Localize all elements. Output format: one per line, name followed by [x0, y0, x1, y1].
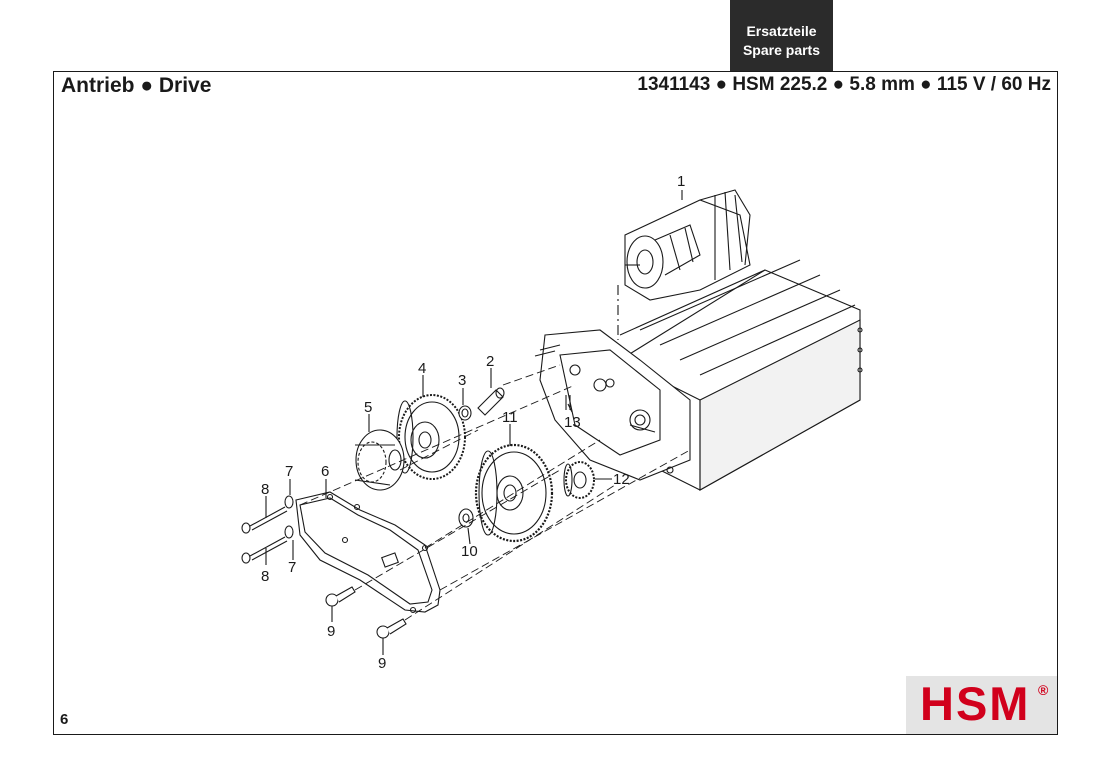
label-part-13: 13: [564, 414, 581, 431]
tab-label-de: Ersatzteile: [746, 23, 817, 39]
tab-label-en: Spare parts: [742, 42, 821, 58]
label-part-3: 3: [458, 372, 466, 389]
model-info: 1341143 ● HSM 225.2 ● 5.8 mm ● 115 V / 6…: [637, 74, 1051, 95]
label-part-6: 6: [321, 463, 329, 480]
registered-mark: ®: [1038, 682, 1049, 698]
page-frame: [53, 71, 1058, 735]
washer-7-upper: [284, 495, 294, 509]
part-labels: 1 2 3 4 5 6 7 7 8 8 9 9 10 11 12 13: [261, 173, 685, 672]
hsm-logo: HSM ®: [906, 676, 1057, 734]
clip-10: [458, 508, 474, 528]
screw-9-lower: [376, 618, 407, 639]
page-title: Antrieb ● Drive: [61, 74, 212, 97]
screw-9-upper: [325, 586, 356, 607]
label-part-9-lower: 9: [378, 655, 386, 672]
logo-text: HSM: [920, 677, 1031, 730]
label-part-7-upper: 7: [285, 463, 293, 480]
bevel-gear-5: [354, 429, 405, 491]
cover-plate-6: [295, 491, 441, 614]
motor: [617, 189, 751, 340]
washer-7-lower: [284, 525, 294, 539]
label-part-4: 4: [418, 360, 426, 377]
label-part-5: 5: [364, 399, 372, 416]
screw-8-upper: [241, 506, 288, 534]
label-part-9-upper: 9: [327, 623, 335, 640]
spare-parts-tab: Ersatzteile Spare parts: [730, 0, 833, 71]
label-part-10: 10: [461, 543, 478, 560]
screw-8-lower: [241, 536, 288, 564]
label-part-8-upper: 8: [261, 481, 269, 498]
label-part-7-lower: 7: [288, 559, 296, 576]
label-part-12: 12: [613, 471, 630, 488]
washer-3: [458, 405, 472, 421]
label-part-2: 2: [486, 353, 494, 370]
page-number: 6: [60, 711, 69, 728]
gear-11: [474, 443, 554, 543]
label-part-8-lower: 8: [261, 568, 269, 585]
label-part-1: 1: [677, 173, 685, 190]
pin-2: [477, 387, 505, 416]
assembly-lines: [299, 364, 691, 621]
label-part-11: 11: [502, 409, 518, 426]
leader-lines: [265, 190, 683, 655]
gear-12: [563, 461, 595, 499]
drive-housing: [534, 259, 863, 491]
